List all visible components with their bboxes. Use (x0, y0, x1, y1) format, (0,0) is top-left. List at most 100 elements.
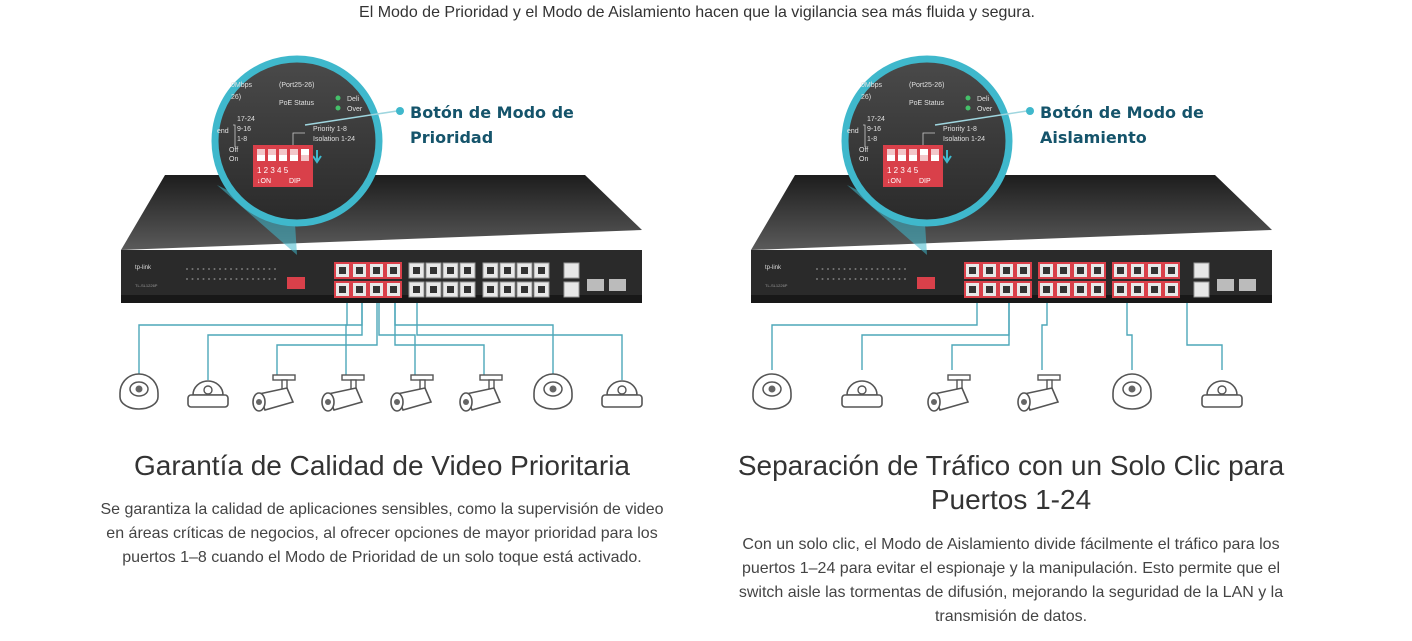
title-line-2: Puertos 1-24 (930, 484, 1092, 515)
lens-over-label: Over (977, 106, 993, 113)
dome-base (187, 394, 229, 408)
port-socket (1117, 267, 1124, 274)
port-socket (373, 286, 380, 293)
desc-line-2: puertos 1–24 para evitar el espionaje y … (741, 560, 1281, 577)
led-indicator (263, 278, 265, 280)
led-indicator (876, 278, 879, 280)
led-indicator (197, 278, 199, 280)
led-indicator (904, 268, 906, 270)
port-socket (487, 267, 494, 274)
network-cable (276, 303, 378, 380)
poe-led-icon (965, 95, 971, 101)
port-socket (1117, 286, 1124, 293)
lens-range-17-24: 17-24 (237, 116, 255, 123)
port-socket (1151, 267, 1158, 274)
dome-lens-center (549, 385, 557, 393)
led-indicator (893, 268, 895, 270)
title-line-1: Separación de Tráfico con un Solo Clic p… (737, 450, 1285, 481)
dip-numbers: 1 2 3 4 5 (257, 166, 289, 175)
lens-port-range-label: 26) (231, 94, 241, 101)
uplink-port (1193, 281, 1210, 298)
led-indicator (230, 278, 232, 280)
port-socket (356, 267, 363, 274)
port-socket (339, 286, 346, 293)
led-indicator (241, 278, 243, 280)
desc-line-1: Con un solo clic, el Modo de Aislamiento… (742, 536, 1280, 553)
desc-line-1: Se garantiza la calidad de aplicaciones … (100, 501, 664, 518)
switch-diagram: tp-linkTL-SL1226P0Mbps(Port25-26)26)PoE … (119, 55, 643, 412)
led-indicator (219, 268, 221, 270)
dome-camera-icon (1112, 373, 1152, 410)
network-cable (378, 303, 416, 380)
led-indicator (186, 268, 188, 270)
priority-title: Garantía de Calidad de Video Prioritaria (82, 449, 682, 483)
callout-priority-button: Botón de Modo de Prioridad (410, 100, 574, 150)
priority-description: Se garantiza la calidad de aplicaciones … (82, 498, 682, 570)
port-socket (1020, 267, 1027, 274)
port-socket (447, 286, 454, 293)
mount-plate (479, 374, 503, 381)
bullet-camera-icon (927, 374, 971, 412)
dome-lens (617, 385, 627, 395)
dip-lever (909, 155, 917, 161)
led-indicator (827, 268, 829, 270)
lens-range-17-24: 17-24 (867, 116, 885, 123)
dip-lever (931, 155, 939, 161)
port-socket (986, 286, 993, 293)
led-indicator (854, 268, 857, 270)
lens-over-label: Over (347, 106, 363, 113)
led-indicator (821, 268, 824, 270)
port-socket (1134, 267, 1141, 274)
callout-dot (396, 107, 404, 115)
dome-camera-icon (187, 380, 229, 408)
mount-plate (410, 374, 434, 381)
led-indicator (224, 268, 227, 270)
bullet-lens (325, 399, 331, 405)
port-socket (1043, 267, 1050, 274)
led-indicator (208, 278, 210, 280)
bullet-camera-icon (390, 374, 434, 412)
led-indicator (832, 278, 835, 280)
callout-line-2: Prioridad (410, 128, 494, 147)
lens-priority-label: Priority 1-8 (943, 126, 977, 133)
dome-base (601, 394, 643, 408)
switch-bottom (751, 295, 1272, 303)
bullet-lens (1021, 399, 1027, 405)
switch-top (751, 175, 1272, 250)
led-indicator (832, 268, 835, 270)
led-indicator (208, 268, 210, 270)
led-indicator (887, 268, 890, 270)
lens-bracket (233, 124, 236, 147)
callout-line-2: Aislamiento (1040, 128, 1147, 147)
led-indicator (268, 268, 271, 270)
led-indicator (882, 278, 884, 280)
uplink-port (1193, 262, 1210, 279)
led-indicator (191, 278, 194, 280)
sfp-port (609, 279, 626, 291)
port-socket (373, 267, 380, 274)
lens-priority-label: Priority 1-8 (313, 126, 347, 133)
led-indicator (860, 268, 862, 270)
port-socket (464, 286, 471, 293)
led-indicator (213, 278, 216, 280)
network-cable (416, 303, 623, 380)
lens-speed-label: 0Mbps (861, 82, 883, 89)
led-indicator (854, 278, 857, 280)
lens-range-9-16: 9-16 (867, 126, 881, 133)
port-socket (339, 267, 346, 274)
dip-on-label: ↓ON (257, 178, 271, 185)
led-indicator (257, 268, 260, 270)
port-socket (1060, 286, 1067, 293)
lens-range-1-8: 1-8 (237, 136, 247, 143)
network-cable (861, 303, 1010, 370)
dip-lever (279, 155, 287, 161)
isolation-description: Con un solo clic, el Modo de Aislamiento… (711, 533, 1311, 629)
led-indicator (871, 278, 873, 280)
lens-legend-label: end (847, 128, 859, 135)
dome-lens-center (135, 385, 143, 393)
led-indicator (843, 278, 846, 280)
led-indicator (838, 268, 840, 270)
bullet-camera-icon (1017, 374, 1061, 412)
